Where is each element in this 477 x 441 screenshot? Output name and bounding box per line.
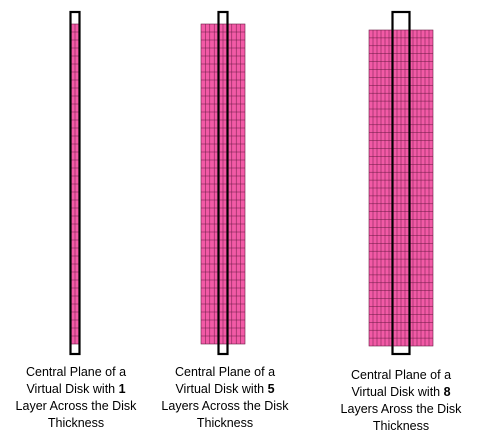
central-plane-outline <box>391 10 411 356</box>
caption-panel-1: Central Plane of a Virtual Disk with 1 L… <box>15 365 137 430</box>
central-plane-outline <box>217 10 229 356</box>
central-plane-outline <box>69 10 81 356</box>
mesh-grid-lines <box>201 24 245 344</box>
mesh-panel-1 <box>69 10 81 356</box>
caption-panel-8: Central Plane of a Virtual Disk with 8 L… <box>340 368 462 433</box>
mesh-panel-5 <box>200 10 246 356</box>
caption-panel-5: Central Plane of a Virtual Disk with 5 L… <box>161 365 289 430</box>
mesh-grid-lines <box>369 30 433 346</box>
mesh-grid-lines <box>70 24 80 344</box>
mesh-panel-8 <box>368 10 434 356</box>
